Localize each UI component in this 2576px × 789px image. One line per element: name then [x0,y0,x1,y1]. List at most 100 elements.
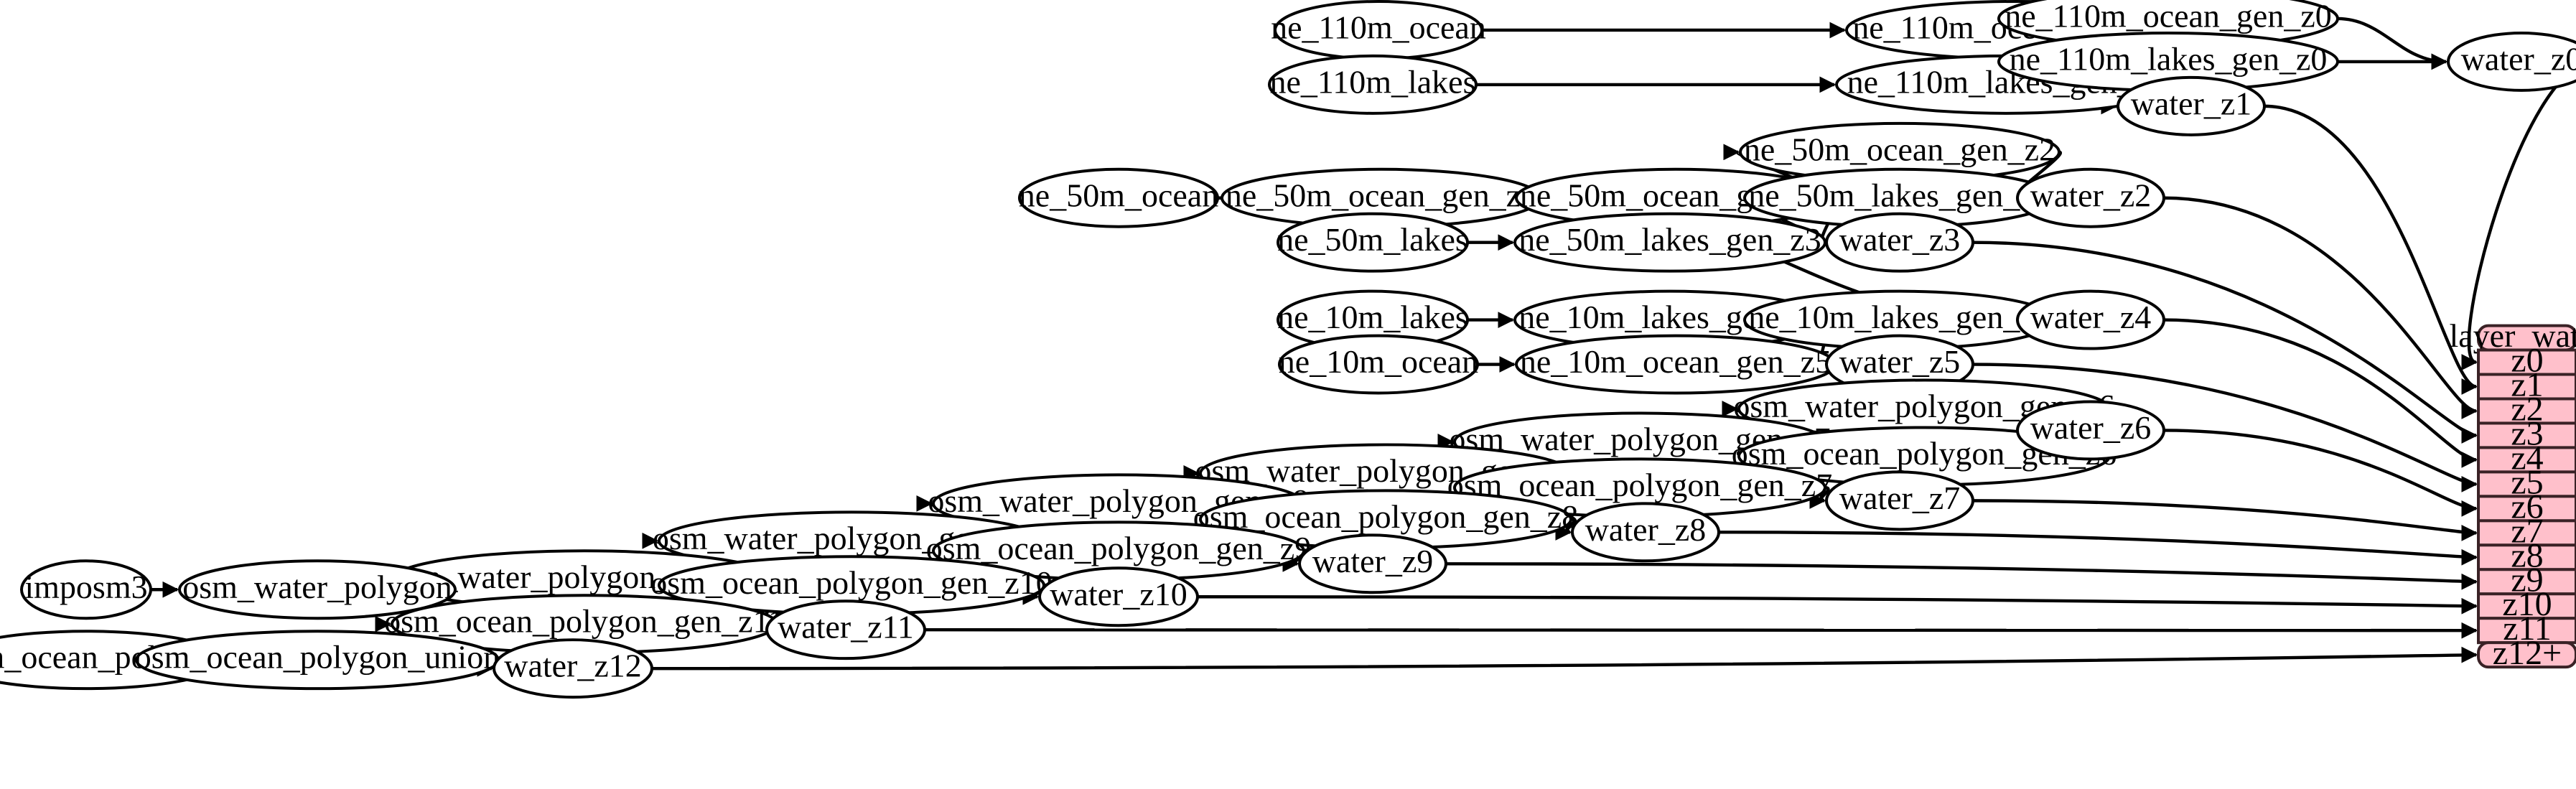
graph-edge-osm_ocean_polygon_gen_z7-to-water_z7 [1809,486,1830,509]
graph-node-osm_ocean_polygon_union[interactable]: osm_ocean_polygon_union [135,630,500,691]
graph-edge-water_z3-to-row_z3 [1972,241,2478,444]
node-label: ne_50m_ocean_gen_z4 [1226,177,1537,213]
graph-node-ne_110m_ocean[interactable]: ne_110m_ocean [1271,0,1486,60]
graph-node-osm_ocean_polygon_gen_z11[interactable]: osm_ocean_polygon_gen_z11 [384,594,785,655]
node-shape [20,559,152,620]
node-label: ne_50m_lakes [1277,221,1468,258]
table-row-z0[interactable] [2477,348,2576,376]
node-label: water_z12 [504,648,642,684]
node-shape [1268,54,1478,115]
graph-node-ne_50m_ocean_gen_z4[interactable]: ne_50m_ocean_gen_z4 [1221,167,1542,228]
node-label: imposm3 [24,569,147,605]
graph-node-ne_110m_lakes[interactable]: ne_110m_lakes [1268,54,1478,115]
node-label: water_z6 [2030,409,2152,446]
node-label: ne_50m_ocean_gen_z2 [1744,131,2055,167]
node-label: osm_ocean_polygon_gen_z8 [1193,498,1578,535]
graph-node-water_z1[interactable]: water_z1 [2117,75,2266,136]
table-row-z4[interactable] [2477,446,2576,474]
node-shape [1018,167,1219,228]
node-shape [2016,167,2165,228]
node-shape [2117,75,2266,136]
table-row-z10[interactable] [2477,592,2576,620]
graph-node-water_z4[interactable]: water_z4 [2016,289,2165,350]
graph-edge-ne_110m_ocean_gen_z0-to-water_z0 [2337,17,2448,70]
node-shape [1278,334,1479,395]
graph-edge-water_z1-to-row_z1 [2264,104,2478,395]
graph-node-water_z8[interactable]: water_z8 [1571,502,1720,563]
graph-edge-water_z2-to-row_z2 [2163,196,2478,419]
node-label: water_z0 [2461,40,2576,77]
graph-node-water_z0[interactable]: water_z0 [2447,31,2576,92]
graph-node-water_z12[interactable]: water_z12 [493,638,653,699]
layer-water-table: layer_waterz0z1z2z3z4z5z6z7z8z9z10z11z12… [2449,317,2576,672]
node-label: water_z11 [778,609,914,645]
node-label: water_z5 [1839,343,1961,380]
node-label: osm_ocean_polygon_gen_z11 [384,603,785,640]
graph-node-osm_ocean_polygon_gen_z9[interactable]: osm_ocean_polygon_gen_z9 [926,520,1311,582]
graph-node-ne_50m_ocean[interactable]: ne_50m_ocean [1018,167,1219,228]
node-label: water_z10 [1050,576,1187,612]
graph-node-osm_water_polygon[interactable]: osm_water_polygon [178,559,457,620]
table-row-z5[interactable] [2477,470,2576,498]
graph-edge-water_z4-to-row_z4 [2163,318,2478,468]
graph-node-ne_50m_lakes[interactable]: ne_50m_lakes [1277,212,1469,273]
node-shape [2016,289,2165,350]
graph-node-water_z10[interactable]: water_z10 [1038,566,1199,627]
node-label: water_z7 [1839,480,1961,516]
node-label: ne_50m_lakes_gen_z2 [1748,177,2050,213]
graph-node-water_z3[interactable]: water_z3 [1825,212,1974,273]
node-shape [1825,470,1974,531]
graph-node-ne_10m_lakes_gen_z4[interactable]: ne_10m_lakes_gen_z4 [1743,289,2056,350]
graph-node-water_z11[interactable]: water_z11 [765,599,926,660]
graph-node-osm_ocean_polygon_gen_z7[interactable]: osm_ocean_polygon_gen_z7 [1447,457,1832,518]
node-shape [1277,212,1469,273]
graph-node-ne_10m_ocean_gen_z5[interactable]: ne_10m_ocean_gen_z5 [1515,334,1837,395]
graph-edge-water_z12-to-row_z12 [651,646,2478,671]
graph-node-ne_50m_lakes_gen_z3[interactable]: ne_50m_lakes_gen_z3 [1513,212,1826,273]
node-shape [765,599,926,660]
table-row-z12+[interactable] [2477,641,2576,669]
node-label: ne_50m_ocean [1019,177,1218,213]
graph-edge-water_z8-to-row_z8 [1718,531,2478,566]
table-row-label-z12+: z12+ [2493,634,2562,672]
graph-node-ne_110m_lakes_gen_z0[interactable]: ne_110m_lakes_gen_z0 [1997,31,2339,92]
graph-edge-water_z7-to-row_z7 [1972,499,2478,541]
node-label: osm_ocean_polygon_union [135,639,500,676]
node-label: ne_10m_lakes_gen_z4 [1748,299,2050,335]
graph-node-water_z9[interactable]: water_z9 [1298,533,1447,594]
graph-node-water_z7[interactable]: water_z7 [1825,470,1974,531]
graph-node-water_z2[interactable]: water_z2 [2016,167,2165,228]
graph-node-osm_ocean_polygon_gen_z8[interactable]: osm_ocean_polygon_gen_z8 [1193,489,1578,550]
graph-edge-water_z6-to-row_z6 [2163,429,2478,517]
node-shape [1825,212,1974,273]
node-label: osm_ocean_polygon_gen_z10 [650,564,1052,601]
table-header-label: layer_water [2449,317,2576,354]
node-shape [1038,566,1199,627]
graph-node-water_z6[interactable]: water_z6 [2016,400,2165,461]
graph-node-ne_50m_ocean_gen_z2[interactable]: ne_50m_ocean_gen_z2 [1739,121,2061,182]
node-label: osm_ocean_polygon_gen_z9 [926,530,1311,566]
node-label: ne_50m_lakes_gen_z3 [1518,221,1821,258]
node-shape [2016,400,2165,461]
graph-edge-water_z10-to-row_z10 [1197,595,2478,615]
node-label: ne_110m_lakes_gen_z0 [2010,40,2328,77]
graph-edge-water_z9-to-row_z9 [1445,562,2478,590]
node-shape [1298,533,1447,594]
node-label: ne_110m_lakes [1270,63,1476,100]
node-label: water_z2 [2030,177,2152,213]
table-row-z8[interactable] [2477,543,2576,571]
table-row-z6[interactable] [2477,495,2576,523]
node-label: water_z3 [1839,221,1961,258]
graph-node-ne_10m_ocean[interactable]: ne_10m_ocean [1278,334,1479,395]
node-label: ne_110m_ocean_gen_z0 [2005,0,2331,34]
node-shape [2447,31,2576,92]
graph-node-osm_ocean_polygon_gen_z10[interactable]: osm_ocean_polygon_gen_z10 [650,555,1053,616]
graph-node-ne_50m_lakes_gen_z2[interactable]: ne_50m_lakes_gen_z2 [1743,167,2056,228]
graph-edge-water_z5-to-row_z5 [1972,363,2478,492]
node-label: water_z8 [1585,511,1707,548]
node-layer: ne_110m_oceanne_110m_ocean_gen_z1ne_110m… [0,0,2576,699]
graph-node-imposm3[interactable]: imposm3 [20,559,152,620]
graph-edge-osm_ocean_polygon_gen_z8-to-water_z8 [1555,518,1576,541]
